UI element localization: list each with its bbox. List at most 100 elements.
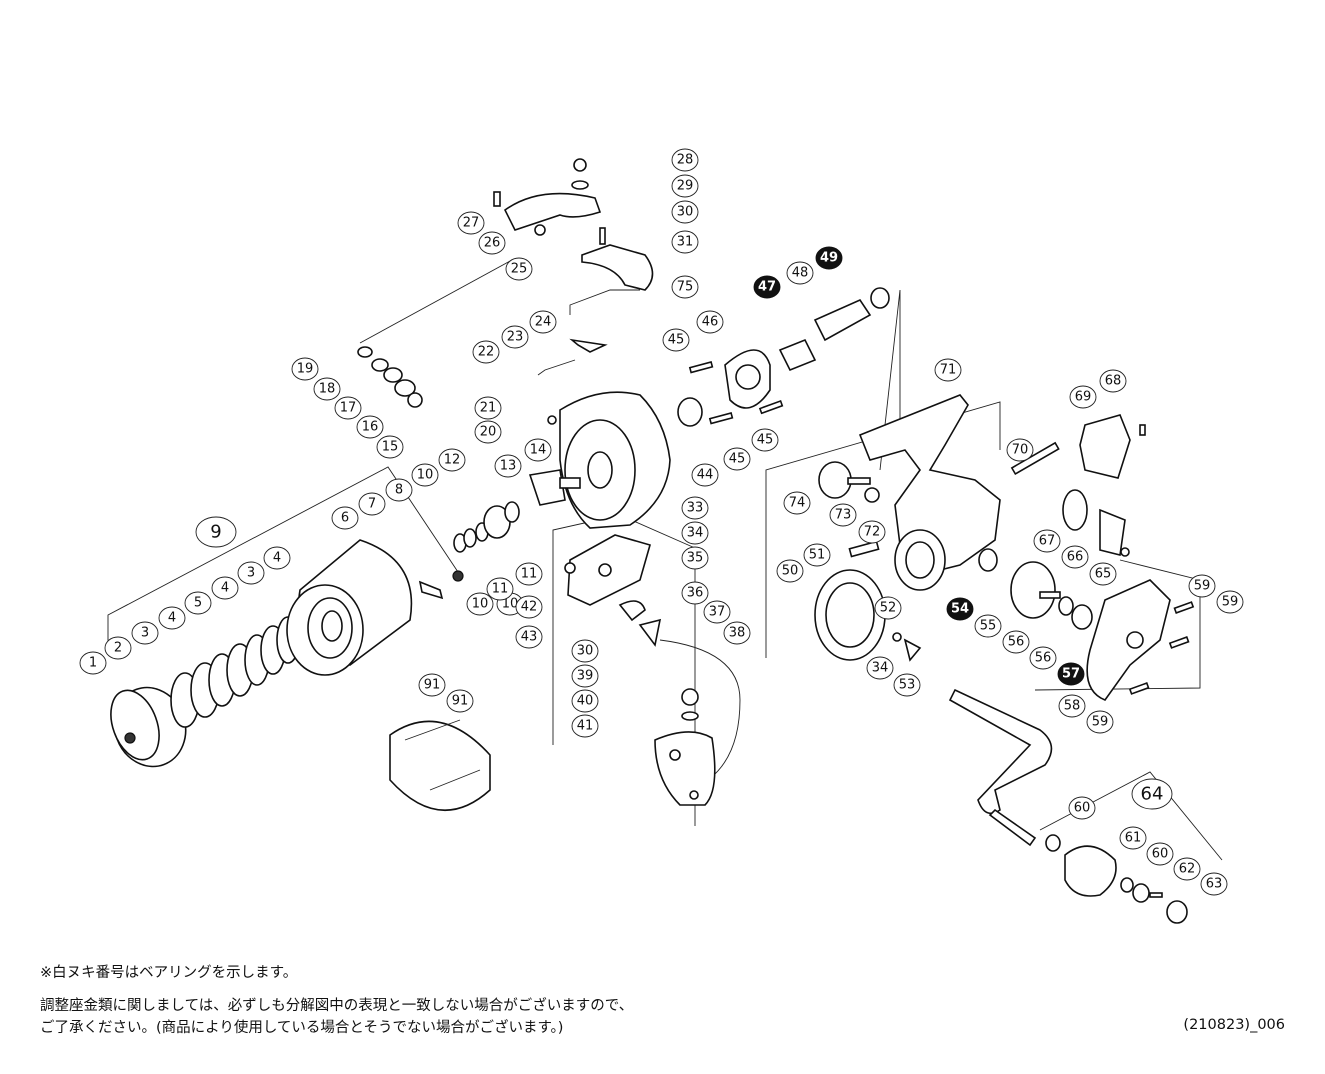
line-roller-parts xyxy=(357,346,423,408)
part-label-11-text: 11 xyxy=(521,567,538,582)
part-label-34-circle xyxy=(866,656,894,680)
part-label-91: 91 xyxy=(446,689,474,713)
part-label-63-circle xyxy=(1200,872,1228,896)
washer-note-line1: 調整座金類に関しましては、必ずしも分解図中の表現と一致しない場合がございますので… xyxy=(40,998,634,1014)
part-label-66: 66 xyxy=(1061,545,1089,569)
part-label-61-text: 61 xyxy=(1125,831,1142,846)
rotor xyxy=(528,391,671,529)
part-label-4-circle xyxy=(263,546,291,570)
part-label-15-text: 15 xyxy=(382,440,399,455)
part-label-58-text: 58 xyxy=(1064,699,1081,714)
part-label-25-text: 25 xyxy=(511,262,528,277)
part-label-18-circle xyxy=(313,377,341,401)
part-label-69-circle xyxy=(1069,385,1097,409)
part-label-70-circle xyxy=(1006,438,1034,462)
part-label-26-circle xyxy=(478,231,506,255)
body-side-parts xyxy=(1010,414,1146,557)
part-label-2-text: 2 xyxy=(114,641,122,656)
part-label-73: 73 xyxy=(829,503,857,527)
part-label-59-text: 59 xyxy=(1194,579,1211,594)
part-label-20: 20 xyxy=(474,420,502,444)
part-label-25: 25 xyxy=(505,257,533,281)
part-label-56-text: 56 xyxy=(1035,651,1052,666)
part-label-13: 13 xyxy=(494,454,522,478)
part-label-4-circle xyxy=(211,576,239,600)
part-label-25-circle xyxy=(505,257,533,281)
part-label-55-text: 55 xyxy=(980,619,997,634)
part-label-72: 72 xyxy=(858,520,886,544)
part-label-45-circle xyxy=(662,328,690,352)
part-label-59-circle xyxy=(1086,710,1114,734)
part-label-34: 34 xyxy=(681,521,709,545)
part-label-13-circle xyxy=(494,454,522,478)
part-label-46: 46 xyxy=(696,310,724,334)
part-label-71-text: 71 xyxy=(940,363,957,378)
part-label-7-text: 7 xyxy=(368,497,376,512)
part-label-39-circle xyxy=(571,664,599,688)
part-label-59-text: 59 xyxy=(1222,595,1239,610)
part-label-34-text: 34 xyxy=(687,526,704,541)
part-label-10-circle xyxy=(466,592,494,616)
part-label-75-circle xyxy=(671,275,699,299)
part-label-30-text: 30 xyxy=(677,205,694,220)
part-label-53-text: 53 xyxy=(899,678,916,693)
part-label-7: 7 xyxy=(358,492,386,516)
part-label-59: 59 xyxy=(1188,574,1216,598)
part-label-5-circle xyxy=(184,591,212,615)
part-label-35-text: 35 xyxy=(687,551,704,566)
part-label-60-circle xyxy=(1068,796,1096,820)
part-label-66-text: 66 xyxy=(1067,550,1084,565)
part-label-34-circle xyxy=(681,521,709,545)
part-label-68: 68 xyxy=(1099,369,1127,393)
group-label-9-text: 9 xyxy=(210,522,221,543)
part-label-33-text: 33 xyxy=(687,501,704,516)
part-label-53-circle xyxy=(893,673,921,697)
part-label-51-circle xyxy=(803,543,831,567)
part-label-45-circle xyxy=(723,447,751,471)
part-label-19-circle xyxy=(291,357,319,381)
part-label-48-text: 48 xyxy=(792,266,809,281)
part-label-54-text: 54 xyxy=(951,602,969,617)
part-label-4-text: 4 xyxy=(273,551,281,566)
part-label-61-circle xyxy=(1119,826,1147,850)
part-label-62: 62 xyxy=(1173,857,1201,881)
part-label-8-circle xyxy=(385,478,413,502)
part-label-31: 31 xyxy=(671,230,699,254)
part-label-26: 26 xyxy=(478,231,506,255)
part-label-28-circle xyxy=(671,148,699,172)
part-label-47: 47 xyxy=(753,275,781,299)
part-label-3-text: 3 xyxy=(141,626,149,641)
part-label-48: 48 xyxy=(786,261,814,285)
part-label-15-circle xyxy=(376,435,404,459)
part-label-3: 3 xyxy=(131,621,159,645)
part-label-16: 16 xyxy=(356,415,384,439)
part-label-62-text: 62 xyxy=(1179,862,1196,877)
part-label-57-circle xyxy=(1057,662,1085,686)
part-label-50-circle xyxy=(776,559,804,583)
part-label-47-text: 47 xyxy=(758,280,776,295)
part-label-59: 59 xyxy=(1086,710,1114,734)
part-label-34: 34 xyxy=(866,656,894,680)
part-label-11-circle xyxy=(515,562,543,586)
group-label-9: 9 xyxy=(195,516,237,548)
part-label-2-circle xyxy=(104,636,132,660)
part-label-71: 71 xyxy=(934,358,962,382)
part-label-6-text: 6 xyxy=(341,511,349,526)
part-label-45-text: 45 xyxy=(668,333,685,348)
part-label-65: 65 xyxy=(1089,562,1117,586)
group-label-64-text: 64 xyxy=(1141,784,1164,805)
part-label-18: 18 xyxy=(313,377,341,401)
part-label-55-circle xyxy=(974,614,1002,638)
part-label-54: 54 xyxy=(946,597,974,621)
part-label-21-text: 21 xyxy=(480,401,497,416)
part-label-16-text: 16 xyxy=(362,420,379,435)
part-label-46-text: 46 xyxy=(702,315,719,330)
part-label-42-text: 42 xyxy=(521,600,538,615)
part-label-24: 24 xyxy=(529,310,557,334)
part-label-59: 59 xyxy=(1216,590,1244,614)
part-label-36-circle xyxy=(681,581,709,605)
part-label-17-circle xyxy=(334,396,362,420)
part-label-74-circle xyxy=(783,491,811,515)
part-label-10-text: 10 xyxy=(472,597,489,612)
part-label-59-circle xyxy=(1188,574,1216,598)
